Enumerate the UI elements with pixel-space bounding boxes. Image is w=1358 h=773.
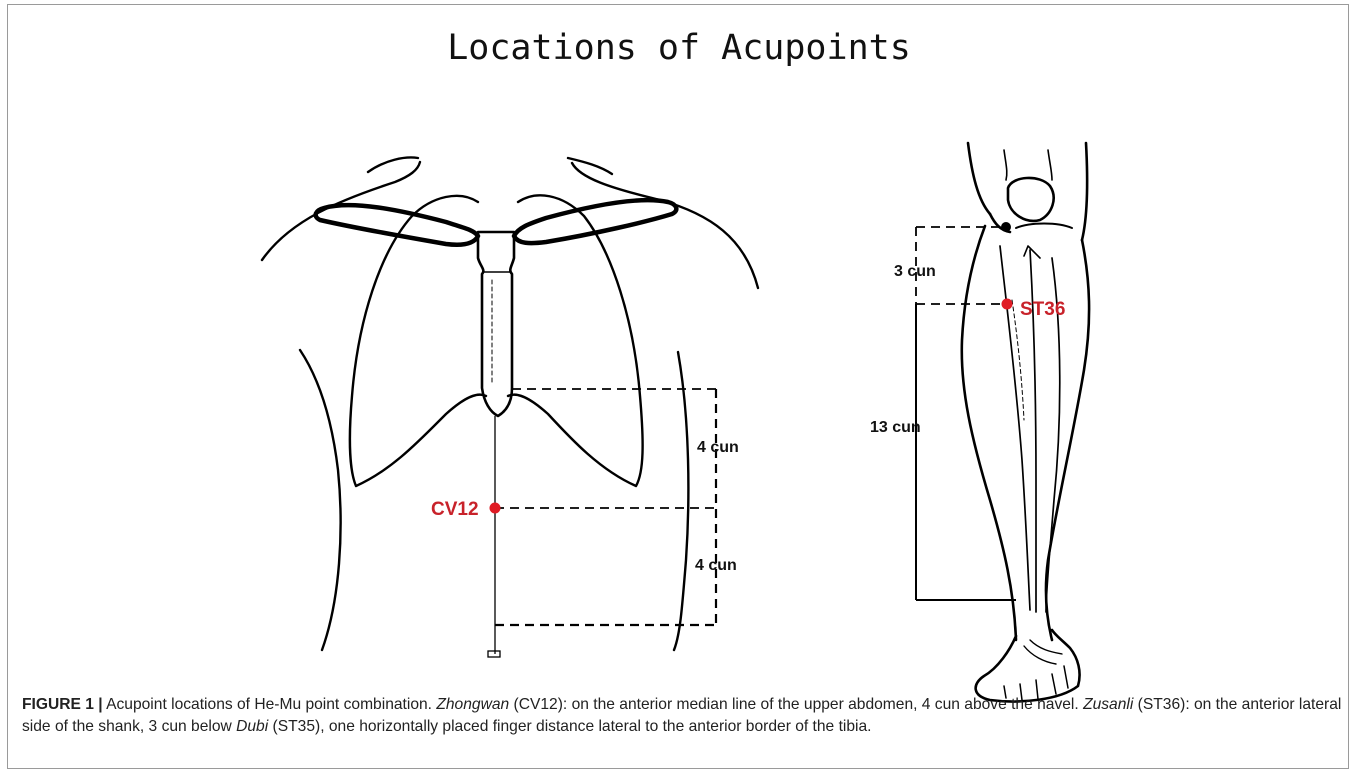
torso-left-side — [300, 350, 341, 650]
sternum — [478, 232, 514, 416]
st36-label: ST36 — [1020, 299, 1065, 320]
torso-right-side — [674, 352, 688, 650]
shank-left-outline — [962, 226, 1016, 640]
shoulder-right — [572, 163, 758, 288]
torso-figure — [262, 158, 758, 650]
patella — [1008, 178, 1054, 221]
caption-label: FIGURE 1 | — [22, 696, 103, 713]
leg-lower-measure: 13 cun — [870, 419, 921, 436]
tibial-tuberosity — [1024, 246, 1040, 258]
figure-caption: FIGURE 1 | Acupoint locations of He-Mu p… — [22, 694, 1342, 738]
torso-upper-measure: 4 cun — [697, 439, 739, 456]
caption-text-1: Acupoint locations of He-Mu point combin… — [103, 696, 437, 713]
cv12-label: CV12 — [431, 499, 479, 520]
cv12-point — [490, 503, 501, 514]
caption-term-zhongwan: Zhongwan — [436, 696, 509, 713]
leg-upper-measure: 3 cun — [894, 263, 936, 280]
torso-lower-measure: 4 cun — [695, 557, 737, 574]
knee-joint — [1016, 224, 1072, 229]
navel-marker — [488, 651, 500, 657]
caption-text-4: (ST35), one horizontally placed finger d… — [268, 718, 871, 735]
dubi-point — [1001, 222, 1011, 232]
femur-left — [1004, 150, 1007, 180]
clavicle-right — [514, 200, 676, 243]
neck-left — [368, 158, 418, 172]
st36-point — [1002, 299, 1013, 310]
femur-right — [1048, 150, 1052, 180]
thigh-left — [968, 143, 990, 214]
foot-bones — [1024, 640, 1062, 664]
caption-term-zusanli: Zusanli — [1083, 696, 1133, 713]
caption-text-2: (CV12): on the anterior median line of t… — [509, 696, 1083, 713]
caption-term-dubi: Dubi — [236, 718, 268, 735]
thigh-right — [1082, 143, 1087, 240]
